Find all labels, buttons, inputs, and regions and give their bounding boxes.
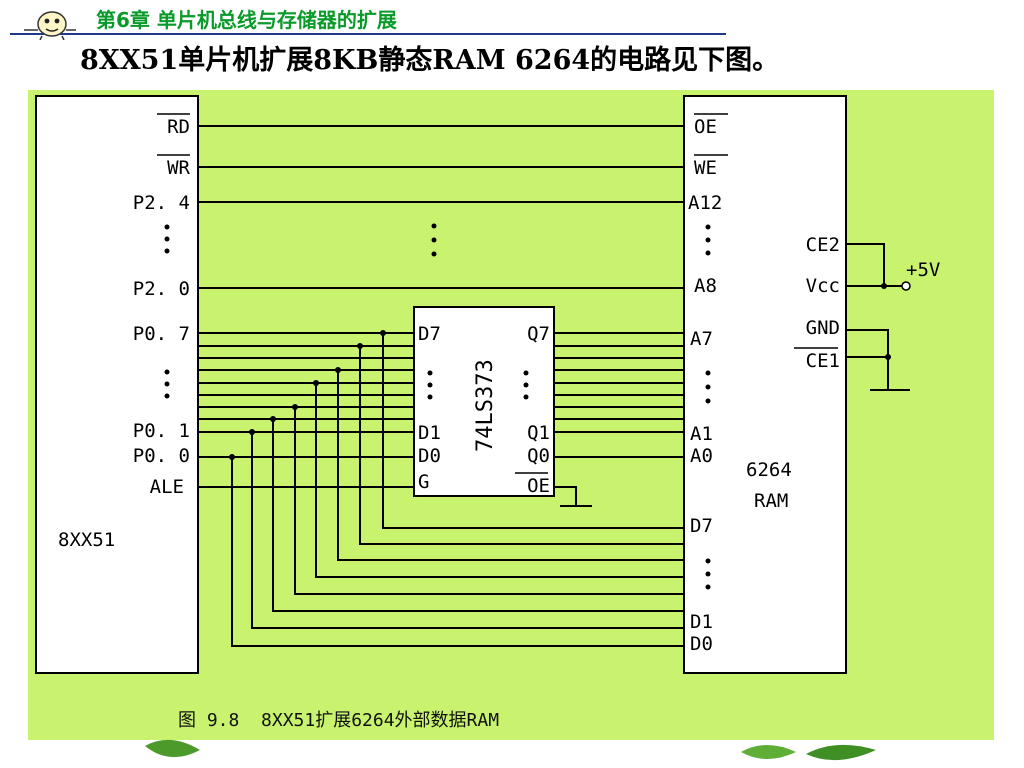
control-wires — [198, 125, 684, 289]
latch-pin-d1: D1 — [418, 422, 441, 444]
ram-pin-ce1: CE1 — [806, 350, 840, 372]
mcu-pin-p07: P0. 7 — [133, 323, 190, 345]
junction-dot — [229, 454, 235, 460]
junction-dot — [881, 283, 887, 289]
mcu-block — [35, 95, 199, 674]
chapter-title: 第6章 单片机总线与存储器的扩展 — [96, 8, 397, 32]
mcu-pin-p20: P2. 0 — [133, 278, 190, 300]
leaf-decoration-left — [145, 739, 200, 758]
ellipsis-dots — [164, 223, 711, 590]
junction-dot — [270, 416, 276, 422]
latch-pin-d7: D7 — [418, 323, 441, 345]
ram-pin-we: WE — [694, 157, 717, 179]
junction-dot — [357, 343, 363, 349]
ram-block — [683, 95, 847, 674]
latch-name: 74LS373 — [473, 359, 498, 452]
ram-pin-a7: A7 — [690, 328, 713, 350]
mascot-logo-icon — [24, 11, 76, 40]
mcu-pin-ale: ALE — [150, 476, 184, 498]
ram-pin-d1: D1 — [690, 611, 713, 633]
latch-pin-d0: D0 — [418, 445, 441, 467]
ram-name-2: RAM — [754, 490, 788, 512]
mcu-pin-p01: P0. 1 — [133, 420, 190, 442]
junction-dot — [292, 404, 298, 410]
junction-dot — [249, 429, 255, 435]
figure-caption: 图 9.8 8XX51扩展6264外部数据RAM — [178, 710, 500, 731]
latch-oe-ground — [554, 486, 592, 507]
ram-pin-a8: A8 — [694, 275, 717, 297]
ram-pin-oe: OE — [694, 116, 717, 138]
mcu-name: 8XX51 — [58, 529, 115, 551]
junction-dot — [885, 354, 891, 360]
ram-pin-a0: A0 — [690, 445, 713, 467]
mcu-pin-wr: WR — [167, 157, 190, 179]
ram-pin-a1: A1 — [690, 423, 713, 445]
latch-pin-q7: Q7 — [527, 323, 550, 345]
ram-pin-gnd: GND — [806, 317, 840, 339]
address-data-bus-to-latch — [198, 332, 414, 488]
latch-pin-q1: Q1 — [527, 422, 550, 444]
latch-pin-oe: OE — [527, 475, 550, 497]
ram-pin-d0: D0 — [690, 633, 713, 655]
ram-name-1: 6264 — [746, 459, 792, 481]
slide-title: 8XX51单片机扩展8KB静态RAM 6264的电路见下图。 — [80, 45, 780, 76]
junction-dot — [335, 367, 341, 373]
latch-block — [413, 306, 555, 497]
ram-power-wiring — [846, 243, 910, 391]
mcu-pin-p00: P0. 0 — [133, 445, 190, 467]
leaf-decoration-right — [741, 744, 876, 761]
power-terminal — [901, 281, 911, 291]
ram-pin-a12: A12 — [688, 192, 722, 214]
junction-dot — [313, 380, 319, 386]
header-rule — [10, 33, 726, 35]
junction-dot — [380, 330, 386, 336]
latch-pin-q0: Q0 — [527, 445, 550, 467]
ram-pin-d7: D7 — [690, 515, 713, 537]
latch-to-ram-address — [554, 332, 684, 458]
latch-pin-g: G — [418, 471, 429, 493]
ram-pin-vcc: Vcc — [806, 275, 840, 297]
mcu-pin-p24: P2. 4 — [133, 192, 190, 214]
ram-pin-ce2: CE2 — [806, 234, 840, 256]
power-label: +5V — [906, 259, 940, 281]
data-bus-to-ram — [231, 333, 684, 647]
mcu-pin-rd: RD — [167, 116, 190, 138]
